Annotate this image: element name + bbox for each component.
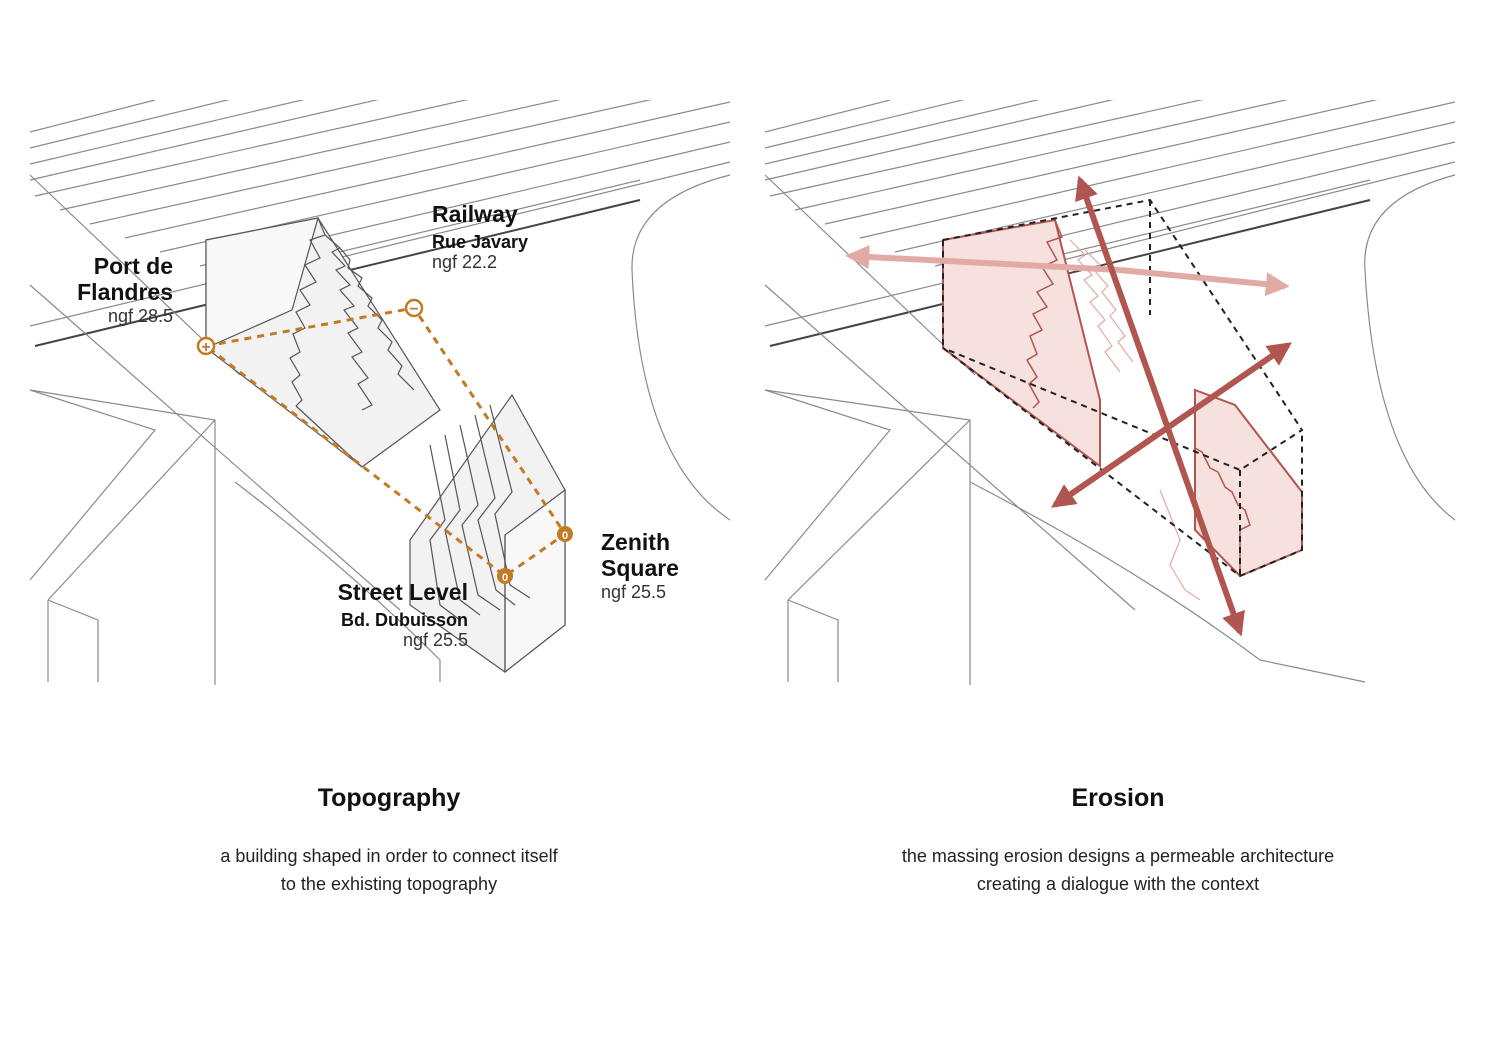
street-level-street: Bd. Dubuisson: [341, 609, 468, 630]
plus-marker: +: [196, 336, 216, 356]
zenith-name-line2: Square: [601, 554, 679, 581]
erosion-arrows: [845, 175, 1292, 637]
svg-text:0: 0: [562, 530, 568, 542]
upper-stepped-massing: [205, 217, 441, 468]
zenith-name-line1: Zenith: [601, 529, 670, 555]
topography-desc-line1: a building shaped in order to connect it…: [220, 846, 558, 866]
arrow-light-right: [1119, 267, 1290, 297]
streets: [764, 174, 1456, 685]
street-level-level: ngf 25.5: [402, 629, 468, 650]
label-port-de-flandres: Port de Flandres ngf 28.5: [40, 253, 173, 326]
label-zenith-square: Zenith Square ngf 25.5: [601, 529, 679, 602]
zero-marker-zenith: 0: [557, 526, 573, 542]
port-name-line1: Port de: [93, 253, 173, 279]
label-railway: Railway Rue Javary ngf 22.2: [432, 201, 529, 272]
erosion-diagram: [764, 100, 1456, 685]
caption-erosion: Erosion the massing erosion designs a pe…: [838, 784, 1398, 899]
arrow-light-left: [845, 245, 1121, 273]
railway-name: Railway: [432, 201, 518, 227]
port-name-line2: Flandres: [77, 278, 173, 305]
railway-level: ngf 22.2: [432, 251, 498, 272]
level-markers: + − 0 0: [196, 298, 573, 584]
svg-text:+: +: [201, 339, 210, 356]
railway-street: Rue Javary: [432, 231, 529, 252]
erosion-desc-line2: creating a dialogue with the context: [976, 873, 1260, 894]
railway-tracks: [764, 100, 1456, 347]
label-street-level: Street Level Bd. Dubuisson ngf 25.5: [300, 579, 468, 650]
arrow-diagonal: [1051, 342, 1292, 508]
zenith-level: ngf 25.5: [601, 581, 667, 602]
topography-diagram: + − 0 0: [29, 100, 731, 685]
svg-text:−: −: [409, 301, 418, 318]
zero-marker-street: 0: [497, 568, 513, 584]
street-level-name: Street Level: [337, 579, 468, 605]
lower-stepped-massing: [409, 393, 566, 674]
topography-title: Topography: [317, 784, 461, 812]
topography-desc-line2: to the exhisting topography: [280, 873, 498, 894]
svg-text:0: 0: [502, 572, 508, 584]
caption-topography: Topography a building shaped in order to…: [109, 784, 669, 899]
eroded-massing: [942, 218, 1303, 601]
erosion-desc-line1: the massing erosion designs a permeable …: [901, 846, 1335, 866]
port-level: ngf 28.5: [107, 305, 173, 326]
minus-marker: −: [404, 298, 424, 318]
erosion-title: Erosion: [1071, 784, 1165, 812]
